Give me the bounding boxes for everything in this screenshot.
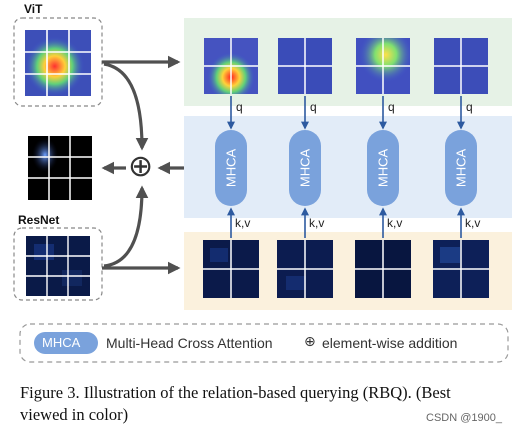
column-4 — [433, 38, 489, 298]
vit-label: ViT — [24, 2, 43, 16]
resnet-input-box — [13, 227, 103, 301]
query-label-4: q — [466, 100, 473, 114]
kv-label-4: k,v — [465, 216, 481, 230]
mhca-module — [215, 130, 247, 206]
mhca-module — [367, 130, 399, 206]
vit-input-image — [25, 30, 91, 96]
kv-label-3: k,v — [387, 216, 403, 230]
column-1 — [203, 38, 259, 298]
mhca-module — [445, 130, 477, 206]
resnet-input-image — [26, 236, 90, 296]
legend-box — [19, 323, 509, 363]
vit-to-plus-arrow — [103, 62, 149, 151]
mhca-label-2: MHCA — [297, 148, 313, 188]
mhca-label-3: MHCA — [375, 148, 391, 188]
legend-add-symbol: ⊕ — [304, 334, 316, 350]
legend-badge-label: MHCA — [42, 335, 81, 350]
query-label-2: q — [310, 100, 317, 114]
mhca-label-1: MHCA — [223, 148, 239, 188]
mhca-module — [289, 130, 321, 206]
kv-label-1: k,v — [235, 216, 251, 230]
column-3 — [355, 38, 411, 298]
resnet-label: ResNet — [18, 213, 60, 227]
mhca-label-4: MHCA — [453, 148, 469, 188]
query-label-3: q — [388, 100, 395, 114]
legend-mhca-badge — [34, 332, 98, 354]
legend-add-description: element-wise addition — [322, 335, 458, 351]
legend-mhca-description: Multi-Head Cross Attention — [106, 335, 273, 351]
plus-symbol: ⊕ — [128, 149, 154, 184]
query-label-1: q — [236, 100, 243, 114]
figure-caption-line-2: viewed in color) — [20, 405, 129, 424]
kv-label-2: k,v — [309, 216, 325, 230]
output-image — [28, 136, 92, 200]
resnet-to-plus-arrow — [103, 185, 149, 268]
figure-caption-line-1: Figure 3. Illustration of the relation-b… — [20, 383, 451, 402]
column-2 — [277, 38, 333, 298]
watermark: CSDN @1900_ — [426, 412, 502, 424]
